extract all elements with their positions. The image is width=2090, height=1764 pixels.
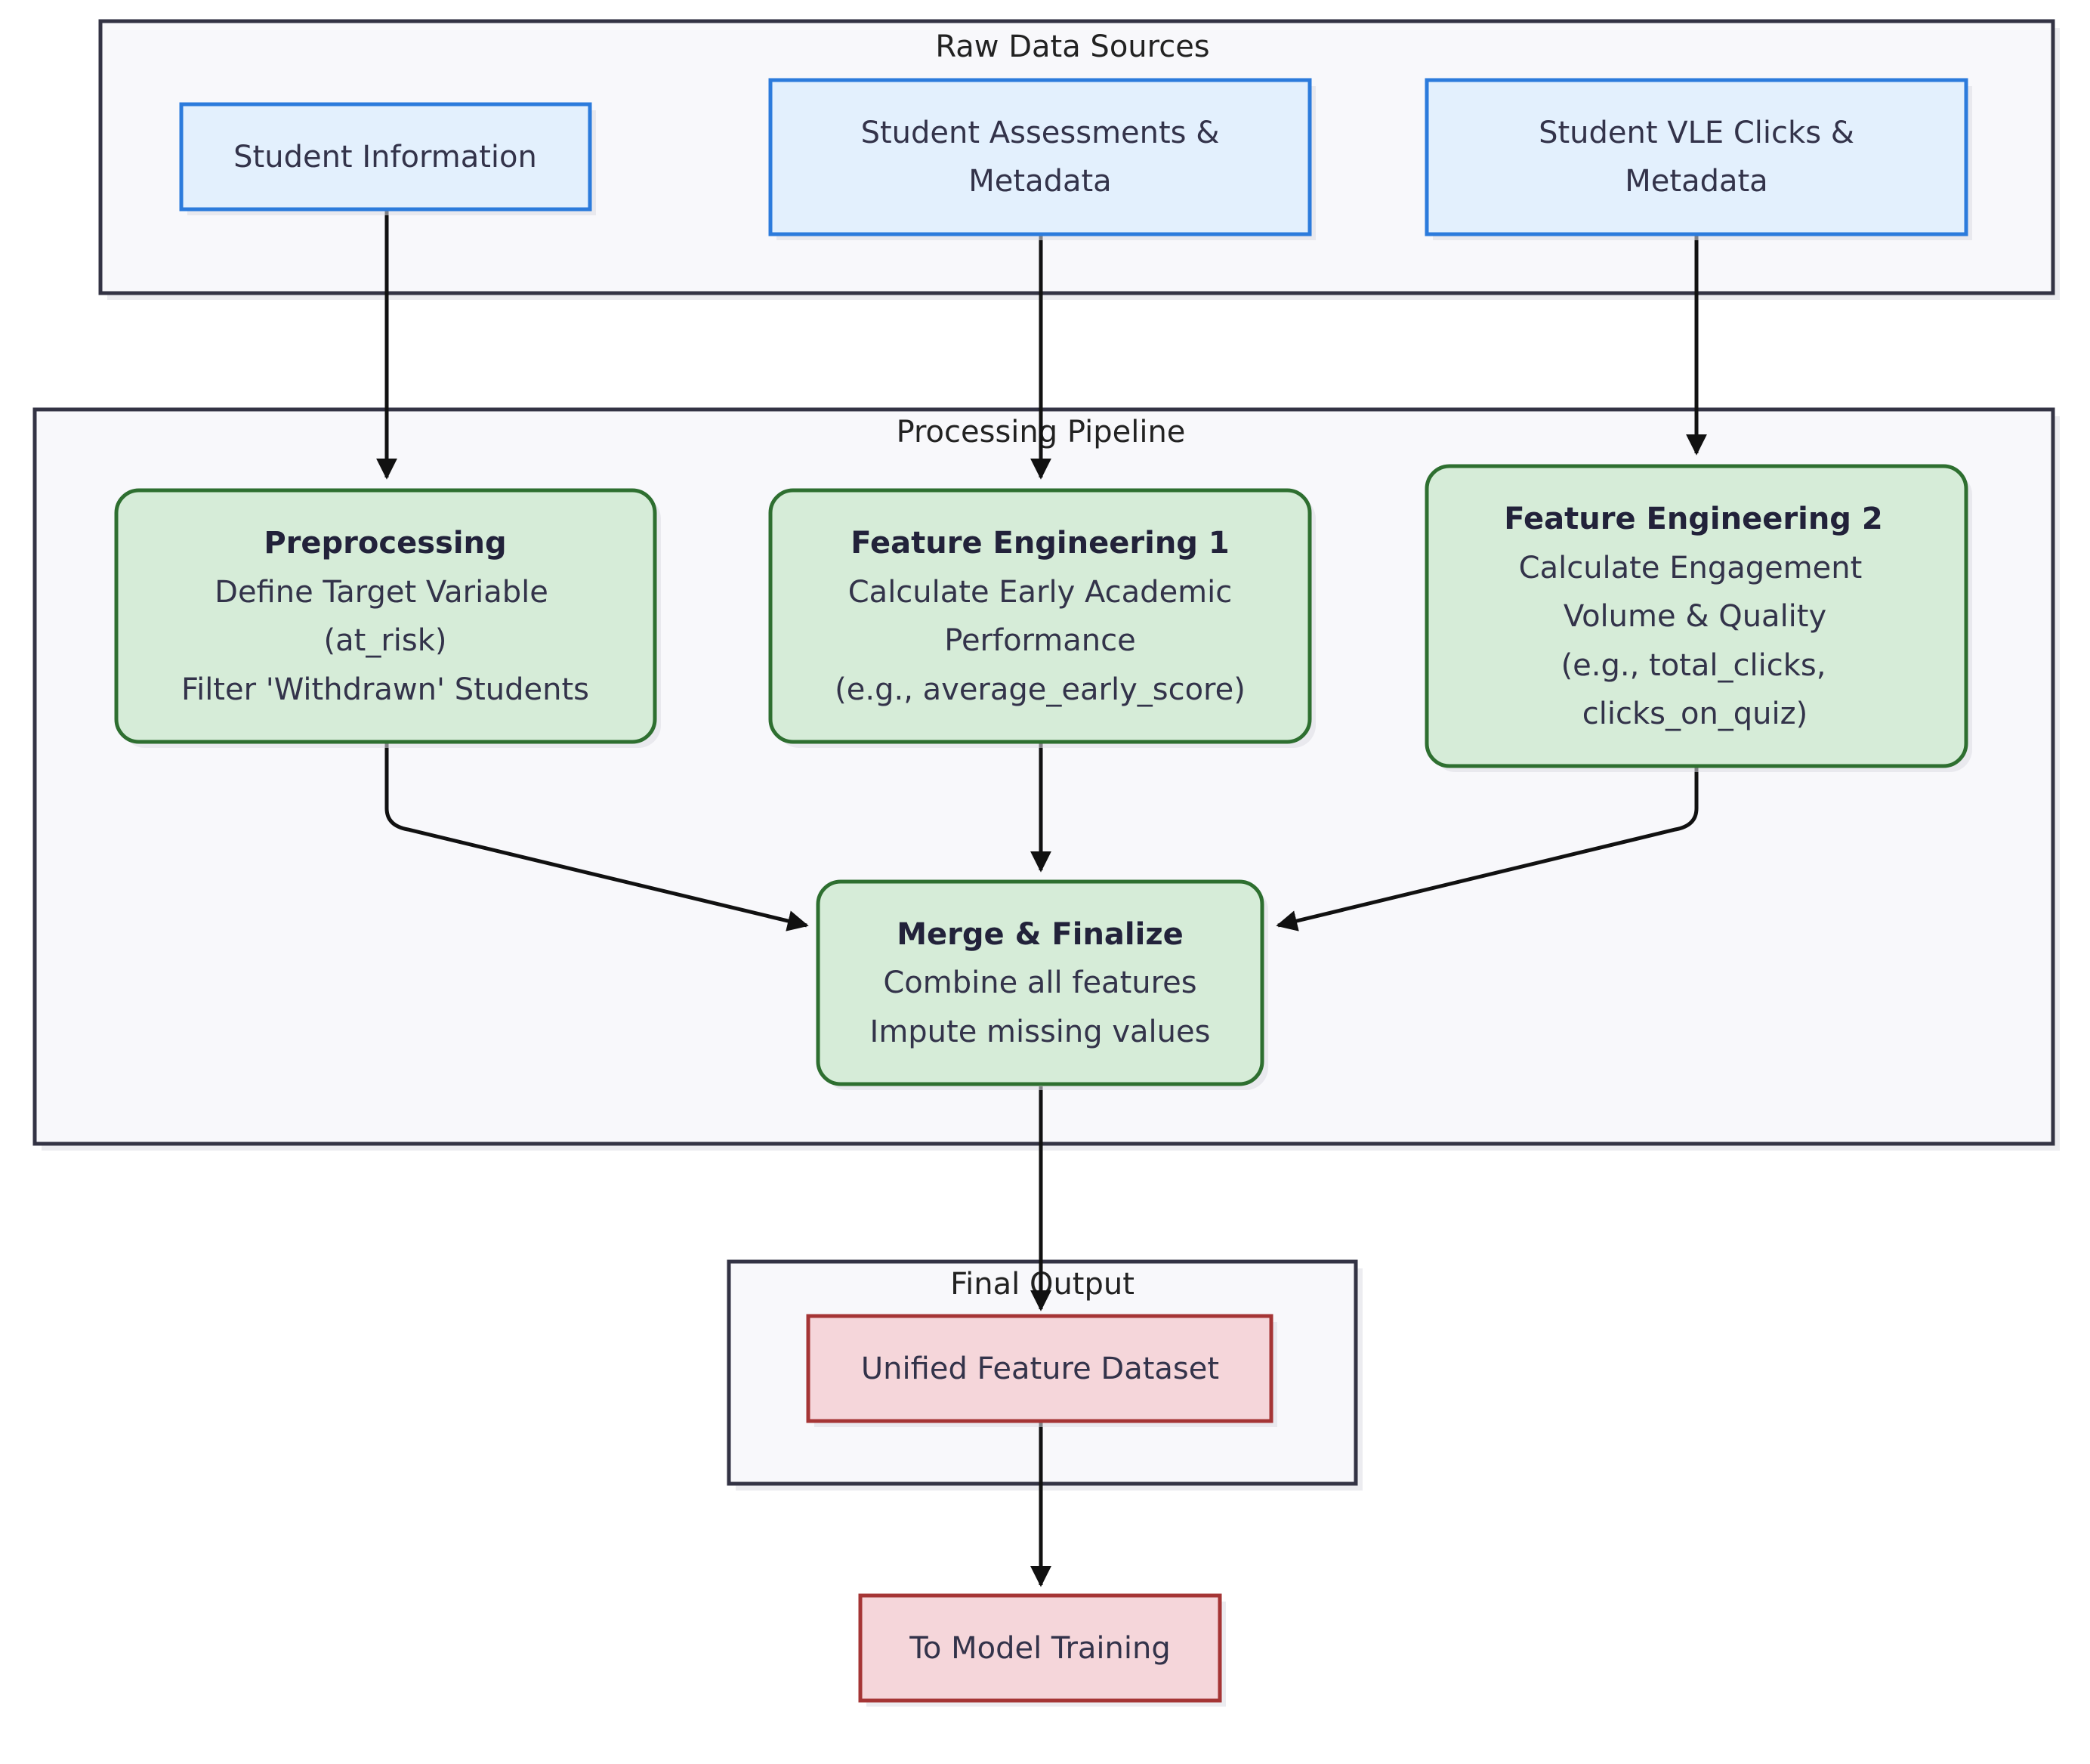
node-unified-feature-dataset: Unified Feature Dataset (806, 1314, 1277, 1427)
node-line-2: Impute missing values (870, 1015, 1211, 1049)
node-title: Merge & Finalize (897, 917, 1184, 952)
node-line-1: Combine all features (883, 965, 1196, 1000)
node-title: Feature Engineering 1 (851, 526, 1229, 561)
node-line-3: (e.g., total_clicks, (1561, 648, 1826, 683)
node-label: To Model Training (909, 1631, 1170, 1666)
node-label-line-2: Metadata (968, 164, 1111, 199)
node-label-line-1: Student VLE Clicks & (1539, 116, 1854, 150)
node-line-2: Performance (944, 623, 1135, 658)
node-label: Student Information (233, 140, 537, 175)
node-feature-engineering-2: Feature Engineering 2 Calculate Engageme… (1425, 464, 1972, 772)
node-title: Feature Engineering 2 (1504, 502, 1882, 536)
node-line-4: clicks_on_quiz) (1582, 697, 1808, 731)
node-student-assessments: Student Assessments & Metadata (768, 78, 1316, 240)
node-label: Unified Feature Dataset (861, 1352, 1219, 1386)
node-line-1: Calculate Early Academic (848, 575, 1233, 610)
node-line-2: (at_risk) (324, 623, 447, 658)
edge-fe2-to-merge (1276, 767, 1699, 931)
node-preprocessing: Preprocessing Define Target Variable (at… (114, 488, 661, 748)
node-label-line-1: Student Assessments & (861, 116, 1220, 150)
node-line-3: (e.g., average_early_score) (835, 672, 1246, 707)
node-label-line-2: Metadata (1625, 164, 1767, 199)
node-line-1: Calculate Engagement (1519, 551, 1863, 585)
edge-preprocessing-to-merge (384, 743, 809, 931)
node-to-model-training: To Model Training (858, 1593, 1226, 1707)
node-title: Preprocessing (264, 526, 506, 561)
node-feature-engineering-1: Feature Engineering 1 Calculate Early Ac… (768, 488, 1316, 748)
node-line-3: Filter 'Withdrawn' Students (181, 672, 589, 707)
edges (376, 210, 1707, 1587)
node-line-2: Volume & Quality (1564, 599, 1826, 634)
node-line-1: Define Target Variable (215, 575, 548, 610)
node-merge-finalize: Merge & Finalize Combine all features Im… (816, 879, 1268, 1090)
node-student-information: Student Information (179, 102, 596, 215)
cluster-raw-label: Raw Data Sources (935, 29, 1209, 64)
node-student-vle-clicks: Student VLE Clicks & Metadata (1425, 78, 1972, 240)
